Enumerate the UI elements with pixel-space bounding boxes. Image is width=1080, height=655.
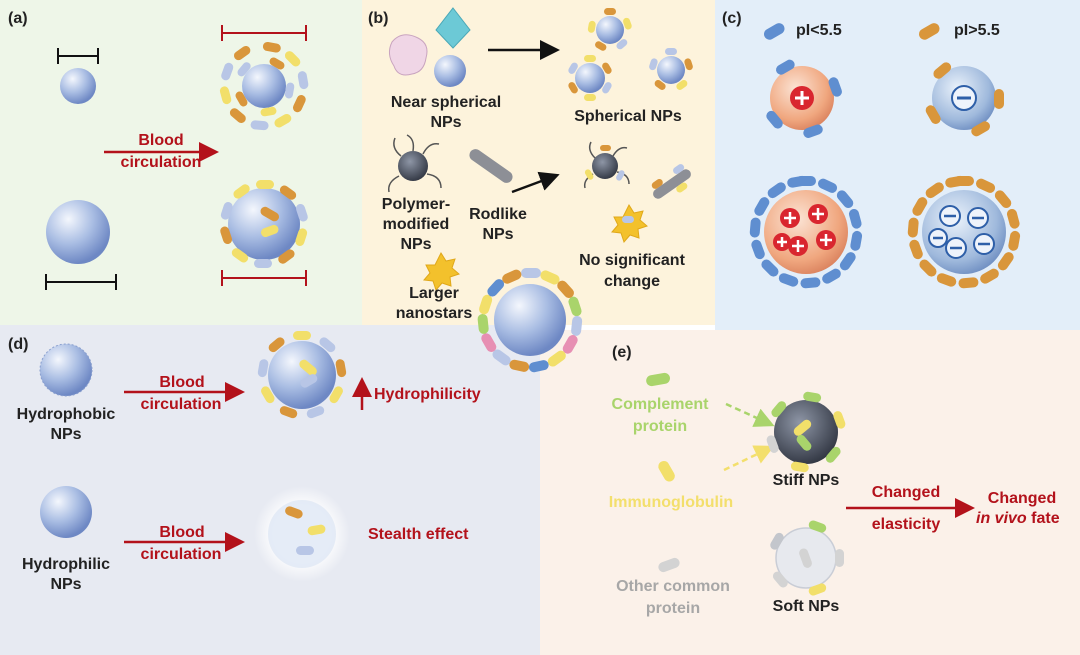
- hydrophobic-np-corona: [257, 331, 347, 419]
- blood-label-1: Blood: [159, 374, 205, 391]
- complement-protein-icon: [646, 372, 670, 387]
- hydrophilic-label-1: Hydrophilic: [21, 556, 110, 573]
- panel-c-bg: [715, 0, 1080, 330]
- hydrophilic-np-stealth: [254, 486, 350, 582]
- nanostar-np-corona: [611, 203, 648, 243]
- complement-label-1: Complement: [611, 396, 709, 413]
- hydrophilic-np: [40, 486, 92, 538]
- central-corona-np: [477, 268, 583, 373]
- immunoglobulin-icon: [658, 460, 675, 482]
- polymer-label-3: NPs: [400, 236, 432, 253]
- circulation-label-2: circulation: [140, 546, 222, 563]
- panel-d-label: (d): [8, 336, 29, 353]
- spherical-np-label: Spherical NPs: [574, 108, 682, 125]
- near-spherical-np: [434, 55, 466, 87]
- panel-e-label: (e): [612, 344, 632, 361]
- pi-low-label: pI<5.5: [796, 22, 842, 39]
- rodlike-label-1: Rodlike: [469, 206, 527, 223]
- small-np: [60, 68, 96, 104]
- nanostars-label-1: Larger: [409, 285, 459, 302]
- large-np-corona: [220, 180, 308, 268]
- blood-label-2: Blood: [159, 524, 205, 541]
- hydrophobic-label-2: NPs: [50, 426, 82, 443]
- in-vivo-fate-label: in vivo fate: [976, 510, 1060, 528]
- other-protein-label-2: protein: [645, 600, 701, 617]
- spherical-np-corona-2: [568, 55, 612, 101]
- complement-label-2: protein: [632, 418, 688, 435]
- polymer-label-2: modified: [382, 216, 450, 233]
- hydrophobic-label-1: Hydrophobic: [16, 406, 116, 423]
- positive-np: [766, 59, 842, 138]
- hydrophilic-label-2: NPs: [50, 576, 82, 593]
- changed-label-1: Changed: [871, 484, 941, 501]
- rodlike-np: [469, 149, 513, 183]
- positive-np-corona: [749, 175, 863, 289]
- negative-np-corona: [907, 175, 1021, 289]
- stealth-effect-label: Stealth effect: [368, 526, 469, 543]
- panel-d-graphics: [39, 331, 372, 582]
- rodlike-label-2: NPs: [482, 226, 514, 243]
- elasticity-label: elasticity: [871, 516, 941, 533]
- legend-orange-protein: [918, 23, 940, 40]
- circulation-label-1: circulation: [140, 396, 222, 413]
- other-protein-label-1: Other common: [616, 578, 730, 595]
- near-spherical-label-1: Near spherical: [390, 94, 502, 111]
- near-spherical-label-2: NPs: [430, 114, 462, 131]
- spherical-np-corona-3: [649, 48, 693, 90]
- polymer-modified-np: [387, 134, 442, 193]
- hydrophilicity-label: Hydrophilicity: [374, 386, 481, 403]
- in-vivo-text: in vivo: [976, 510, 1027, 527]
- panel-a-bg: [0, 0, 362, 325]
- pi-high-label: pI>5.5: [954, 22, 1000, 39]
- small-np-corona: [219, 41, 309, 131]
- irregular-np: [388, 34, 428, 76]
- negative-np: [925, 62, 1004, 137]
- nanostars-label-2: nanostars: [395, 305, 473, 322]
- other-protein-icon: [658, 557, 680, 573]
- panel-e-bg: [540, 330, 1080, 655]
- panel-a-label: (a): [8, 10, 28, 27]
- panel-c-label: (c): [722, 10, 742, 27]
- panel-a-arrow-label-2: circulation: [120, 154, 202, 171]
- legend-blue-protein: [763, 23, 785, 40]
- fate-text: fate: [1026, 510, 1060, 527]
- no-change-label-1: No significant: [579, 252, 685, 269]
- panel-c-graphics: [749, 23, 1021, 289]
- large-np: [46, 200, 110, 264]
- changed-label-2: Changed: [987, 490, 1057, 507]
- stiff-np: [766, 391, 846, 473]
- soft-np-label: Soft NPs: [772, 598, 840, 615]
- panel-a-graphics: [45, 25, 309, 290]
- hydrophobic-np: [39, 343, 93, 397]
- polymer-label-1: Polymer-: [381, 196, 451, 213]
- no-change-label-2: change: [603, 273, 660, 290]
- polymer-modified-np-corona: [583, 141, 630, 189]
- rodlike-np-corona: [651, 164, 691, 199]
- stiff-np-label: Stiff NPs: [772, 472, 840, 489]
- immunoglobulin-label: Immunoglobulin: [608, 494, 734, 511]
- spherical-np-corona-1: [587, 8, 632, 51]
- octahedron-np: [435, 7, 471, 49]
- panel-b-graphics: [387, 7, 693, 291]
- larger-nanostar-np: [423, 251, 460, 291]
- panel-a-arrow-label-1: Blood: [138, 132, 184, 149]
- panel-b-label: (b): [368, 10, 389, 27]
- panel-e-graphics: [646, 372, 975, 596]
- soft-np: [770, 520, 844, 596]
